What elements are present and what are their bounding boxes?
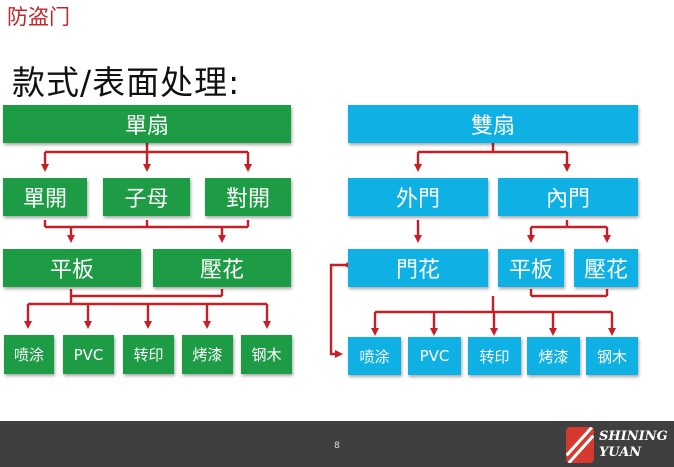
right-finish-label: 烤漆 <box>538 347 569 366</box>
left-type-label: 單開 <box>22 187 67 212</box>
right-finish-box: 转印 <box>468 337 521 375</box>
left-finish-box: 转印 <box>123 335 174 374</box>
left-finish-box: 钢木 <box>241 335 292 374</box>
right-root-label: 雙扇 <box>470 114 515 139</box>
left-finish-box: PVC <box>63 335 114 374</box>
right-type-label: 內門 <box>545 187 590 212</box>
logo-text-line1: SHINING <box>599 429 668 444</box>
left-finish-box: 烤漆 <box>182 335 233 374</box>
left-type-box: 子母 <box>103 178 190 216</box>
section-heading: 款式/表面处理: <box>12 63 241 102</box>
right-type-box: 內門 <box>498 178 638 216</box>
logo-mark-icon <box>566 427 594 463</box>
right-style-label: 壓花 <box>583 258 628 283</box>
right-finish-label: 钢木 <box>596 347 627 366</box>
left-type-box: 對開 <box>205 178 291 216</box>
footer-bar: 8 SHINING YUAN <box>0 421 674 467</box>
left-style-label: 平板 <box>49 258 94 283</box>
left-finish-label: 喷涂 <box>13 346 44 364</box>
company-logo: SHINING YUAN <box>566 425 670 465</box>
right-finish-label: 转印 <box>479 347 510 366</box>
page-number: 8 <box>334 441 340 451</box>
left-style-label: 壓花 <box>199 258 244 283</box>
left-root-label: 單扇 <box>124 114 169 139</box>
page-title: 防盗门 <box>7 5 70 29</box>
left-finish-label: PVC <box>73 345 104 364</box>
left-root-box: 單扇 <box>3 105 291 143</box>
right-finish-label: PVC <box>419 347 450 365</box>
left-finish-label: 烤漆 <box>192 346 223 364</box>
connector-right-loop <box>329 263 348 358</box>
left-type-box: 單開 <box>3 178 87 216</box>
right-root-box: 雙扇 <box>348 105 638 143</box>
left-finish-box: 喷涂 <box>4 335 54 374</box>
right-finish-label: 喷涂 <box>359 347 390 366</box>
right-style-box: 壓花 <box>574 249 638 287</box>
right-type-label: 外門 <box>395 187 440 212</box>
left-type-label: 子母 <box>124 187 169 212</box>
left-style-box: 壓花 <box>153 249 291 287</box>
right-finish-box: 钢木 <box>586 337 638 375</box>
logo-text-line2: YUAN <box>599 445 642 460</box>
right-style-box: 門花 <box>348 249 488 287</box>
right-finish-box: PVC <box>408 337 461 375</box>
right-style-label: 門花 <box>395 258 440 283</box>
right-style-box: 平板 <box>498 249 564 287</box>
right-finish-box: 烤漆 <box>527 337 580 375</box>
left-type-label: 對開 <box>225 187 270 212</box>
right-style-label: 平板 <box>508 258 553 283</box>
right-type-box: 外門 <box>348 178 488 216</box>
left-finish-label: 钢木 <box>251 346 282 364</box>
right-finish-box: 喷涂 <box>348 337 401 375</box>
left-style-box: 平板 <box>3 249 141 287</box>
left-finish-label: 转印 <box>133 346 164 364</box>
